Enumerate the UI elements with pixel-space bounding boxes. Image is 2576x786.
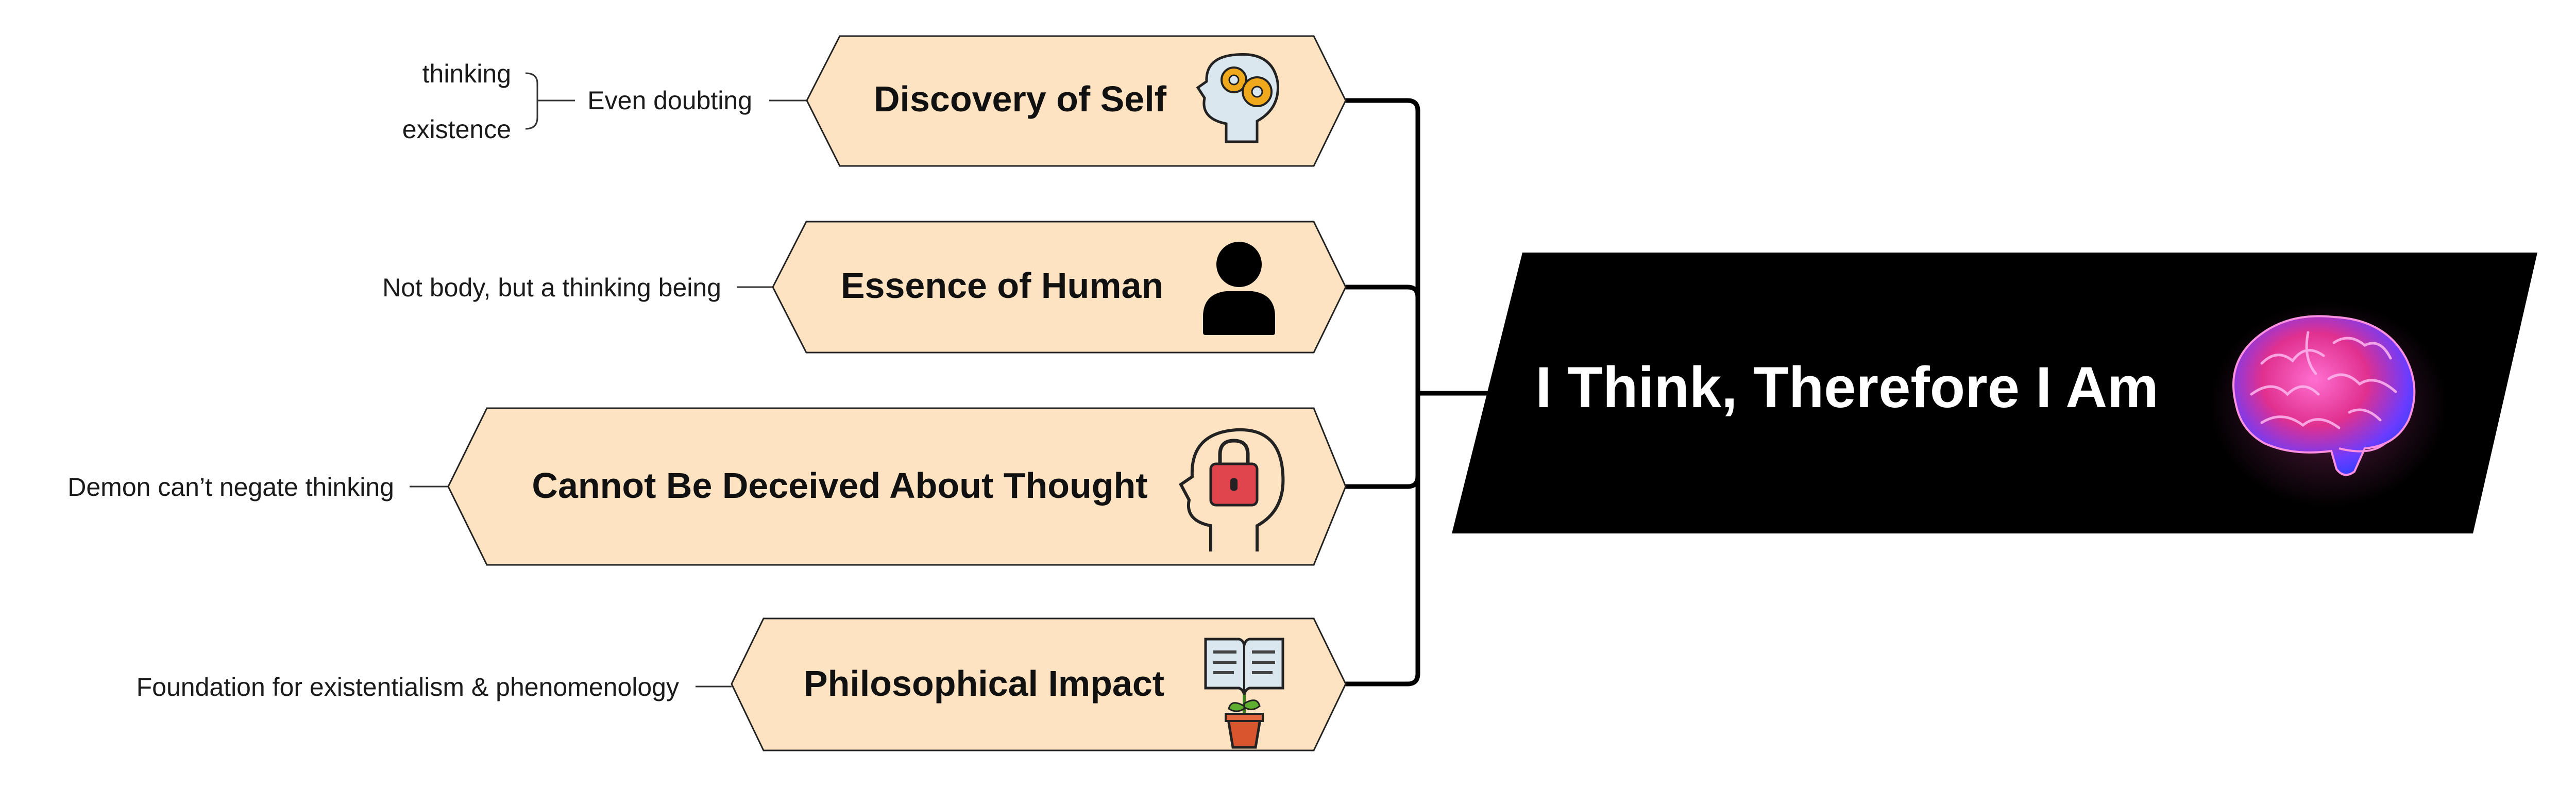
- connector-branch-1: [1343, 98, 1420, 396]
- note-not-body: Not body, but a thinking being: [382, 273, 721, 302]
- branch-title: Essence of Human: [841, 265, 1163, 306]
- head-lock-icon: [1179, 428, 1285, 551]
- note-demon: Demon can’t negate thinking: [67, 473, 394, 501]
- connector-branch-2: [1343, 285, 1420, 396]
- branch-node-1[interactable]: Discovery of Self: [806, 35, 1347, 167]
- sub-bracket: [525, 72, 538, 130]
- sub-note-thinking: thinking: [422, 59, 511, 88]
- connector-branch-4: [1343, 391, 1420, 687]
- brain-icon: [2210, 302, 2447, 508]
- book-plant-icon: [1204, 638, 1284, 749]
- branch-title: Cannot Be Deceived About Thought: [532, 465, 1147, 506]
- leaf-connectors: [410, 72, 807, 688]
- connector-branch-3: [1343, 391, 1420, 489]
- branch-title: Discovery of Self: [874, 79, 1167, 119]
- branch-node-2[interactable]: Essence of Human: [772, 221, 1347, 354]
- central-title: I Think, Therefore I Am: [1535, 355, 2158, 420]
- branch-node-3[interactable]: Cannot Be Deceived About Thought: [447, 407, 1347, 566]
- branch-title: Philosophical Impact: [804, 663, 1164, 704]
- head-gears-icon: [1196, 53, 1279, 143]
- note-foundation: Foundation for existentialism & phenomen…: [137, 673, 679, 701]
- connectors: [1343, 98, 1490, 687]
- branch-shape: [731, 617, 1347, 751]
- person-icon: [1203, 242, 1275, 335]
- branch-node-4[interactable]: Philosophical Impact: [731, 617, 1347, 751]
- central-node[interactable]: I Think, Therefore I Am: [1452, 253, 2537, 533]
- note-even-doubting: Even doubting: [587, 86, 752, 115]
- branch-shape: [772, 221, 1347, 354]
- branch-shape: [447, 407, 1347, 566]
- leaf-notes: Even doubting thinking existence Not bod…: [67, 59, 752, 701]
- sub-note-existence: existence: [402, 115, 511, 144]
